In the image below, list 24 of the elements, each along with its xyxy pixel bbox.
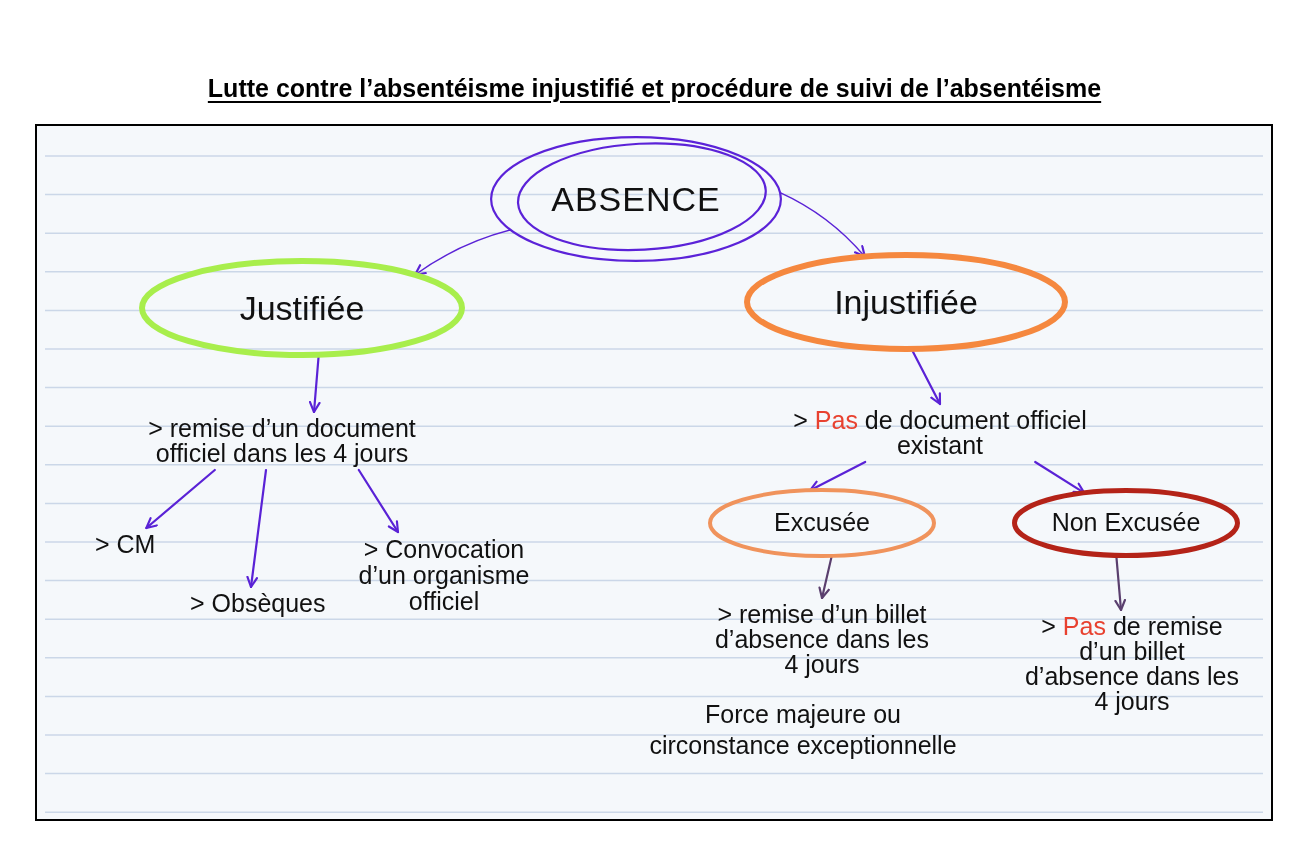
arrow <box>145 468 216 530</box>
step-text: > Obsèques <box>190 587 326 620</box>
arrow <box>414 229 512 276</box>
page-title: Lutte contre l’absentéisme injustifié et procédure de suivi de l’absentéisme <box>207 73 1102 104</box>
oval-node <box>1012 488 1240 558</box>
oval-node <box>139 258 465 358</box>
step-text: > Pas de document officiel existant <box>770 404 1110 462</box>
arrow <box>246 468 268 589</box>
arrow <box>1034 460 1086 494</box>
oval-node <box>708 488 936 558</box>
step-text: > Convocation d’un organisme officiel <box>344 532 544 618</box>
node-label: Excusée <box>774 507 870 539</box>
step-text: > remise d’un billet d’absence dans les 4 jours <box>711 598 933 681</box>
note-text: Force majeure ou circonstance exceptionnelle <box>648 699 958 761</box>
oval-node <box>744 252 1068 352</box>
node-label: ABSENCE <box>551 178 721 220</box>
oval-node <box>490 136 782 262</box>
node-label: Injustifiée <box>834 281 978 323</box>
step-text: > remise d’un document officiel dans les 4 jours <box>122 412 442 470</box>
arrow <box>357 468 400 534</box>
node-label: Non Excusée <box>1051 507 1201 539</box>
node-label: Justifiée <box>239 287 365 329</box>
step-text: > Pas de remise d’un billet d’absence dans les 4 jours <box>1022 610 1242 718</box>
step-text: > CM <box>95 528 156 561</box>
